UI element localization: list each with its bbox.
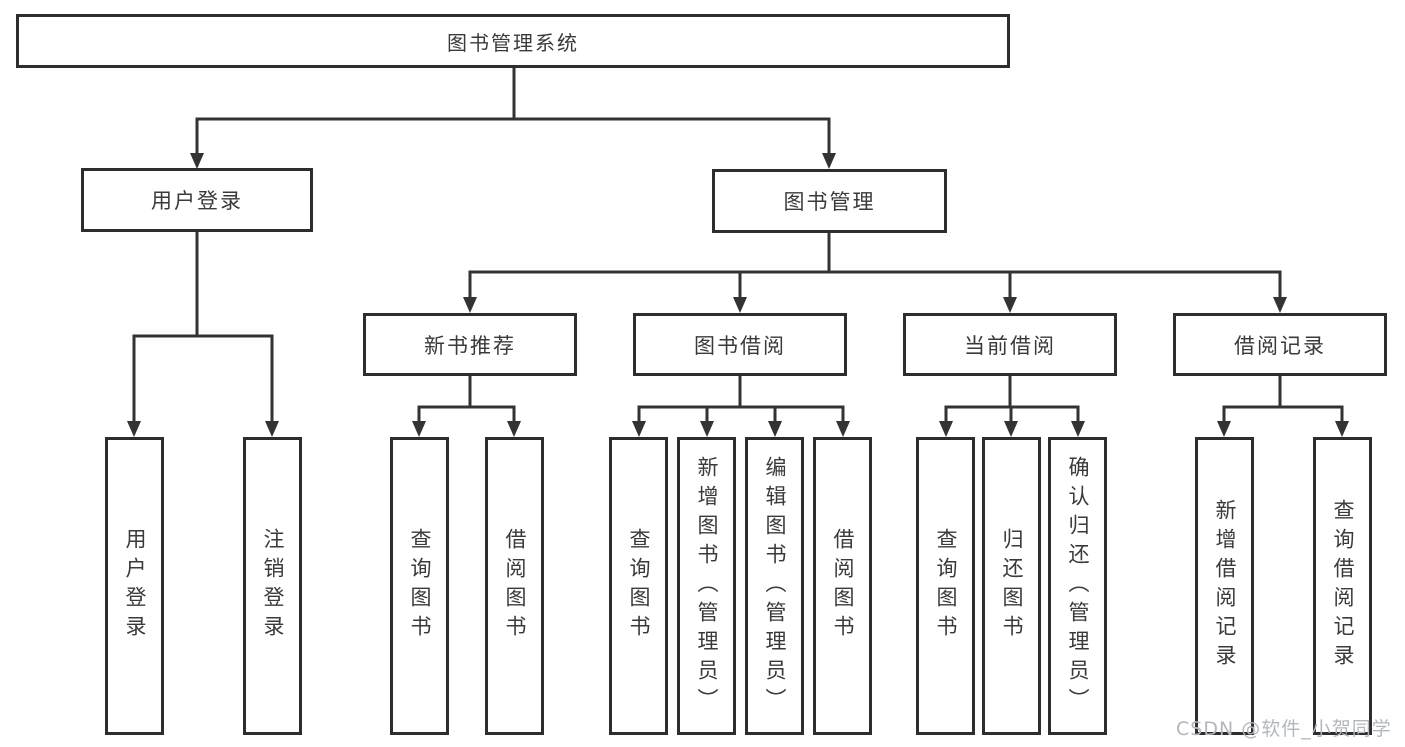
leaf-current-return-books: 归还图书 (982, 437, 1041, 735)
leaf-records-add-record: 新增借阅记录 (1195, 437, 1254, 735)
node-label: 新增图书（管理员） (695, 455, 719, 717)
leaf-recommend-borrow-books: 借阅图书 (485, 437, 544, 735)
node-book-borrowing: 图书借阅 (633, 313, 847, 376)
node-label: 确认归还（管理员） (1066, 455, 1090, 717)
node-label: 借阅图书 (831, 528, 855, 644)
node-label: 借阅图书 (503, 528, 527, 644)
node-label: 归还图书 (1000, 528, 1024, 644)
leaf-records-query-record: 查询借阅记录 (1313, 437, 1372, 735)
node-label: 当前借阅 (964, 333, 1056, 358)
node-label: 新书推荐 (424, 333, 516, 358)
leaf-current-query-books: 查询图书 (916, 437, 975, 735)
leaf-borrowing-add-books-admin: 新增图书（管理员） (677, 437, 736, 735)
node-label: 图书管理系统 (447, 30, 579, 55)
node-label: 查询图书 (627, 528, 651, 644)
node-borrowing-records: 借阅记录 (1173, 313, 1387, 376)
node-label: 查询图书 (408, 528, 432, 644)
node-label: 查询借阅记录 (1331, 499, 1355, 673)
node-new-book-recommend: 新书推荐 (363, 313, 577, 376)
node-root: 图书管理系统 (16, 14, 1010, 68)
node-label: 注销登录 (261, 528, 285, 644)
leaf-recommend-query-books: 查询图书 (390, 437, 449, 735)
leaf-borrowing-query-books: 查询图书 (609, 437, 668, 735)
leaf-user-login: 用户登录 (105, 437, 164, 735)
node-user-login: 用户登录 (81, 168, 313, 232)
leaf-borrowing-borrow-books: 借阅图书 (813, 437, 872, 735)
node-label: 用户登录 (151, 189, 243, 213)
leaf-borrowing-edit-books-admin: 编辑图书（管理员） (745, 437, 804, 735)
node-label: 查询图书 (934, 528, 958, 644)
node-label: 编辑图书（管理员） (763, 455, 787, 717)
node-label: 借阅记录 (1234, 333, 1326, 358)
node-label: 图书管理 (783, 190, 876, 214)
leaf-logout: 注销登录 (243, 437, 302, 735)
csdn-watermark: CSDN @软件_小贺同学 (1176, 718, 1392, 740)
node-label: 用户登录 (123, 528, 147, 644)
leaf-current-confirm-return-admin: 确认归还（管理员） (1048, 437, 1107, 735)
node-book-management: 图书管理 (712, 169, 947, 233)
node-label: 图书借阅 (694, 333, 786, 358)
node-label: 新增借阅记录 (1213, 499, 1237, 673)
node-current-borrowing: 当前借阅 (903, 313, 1117, 376)
